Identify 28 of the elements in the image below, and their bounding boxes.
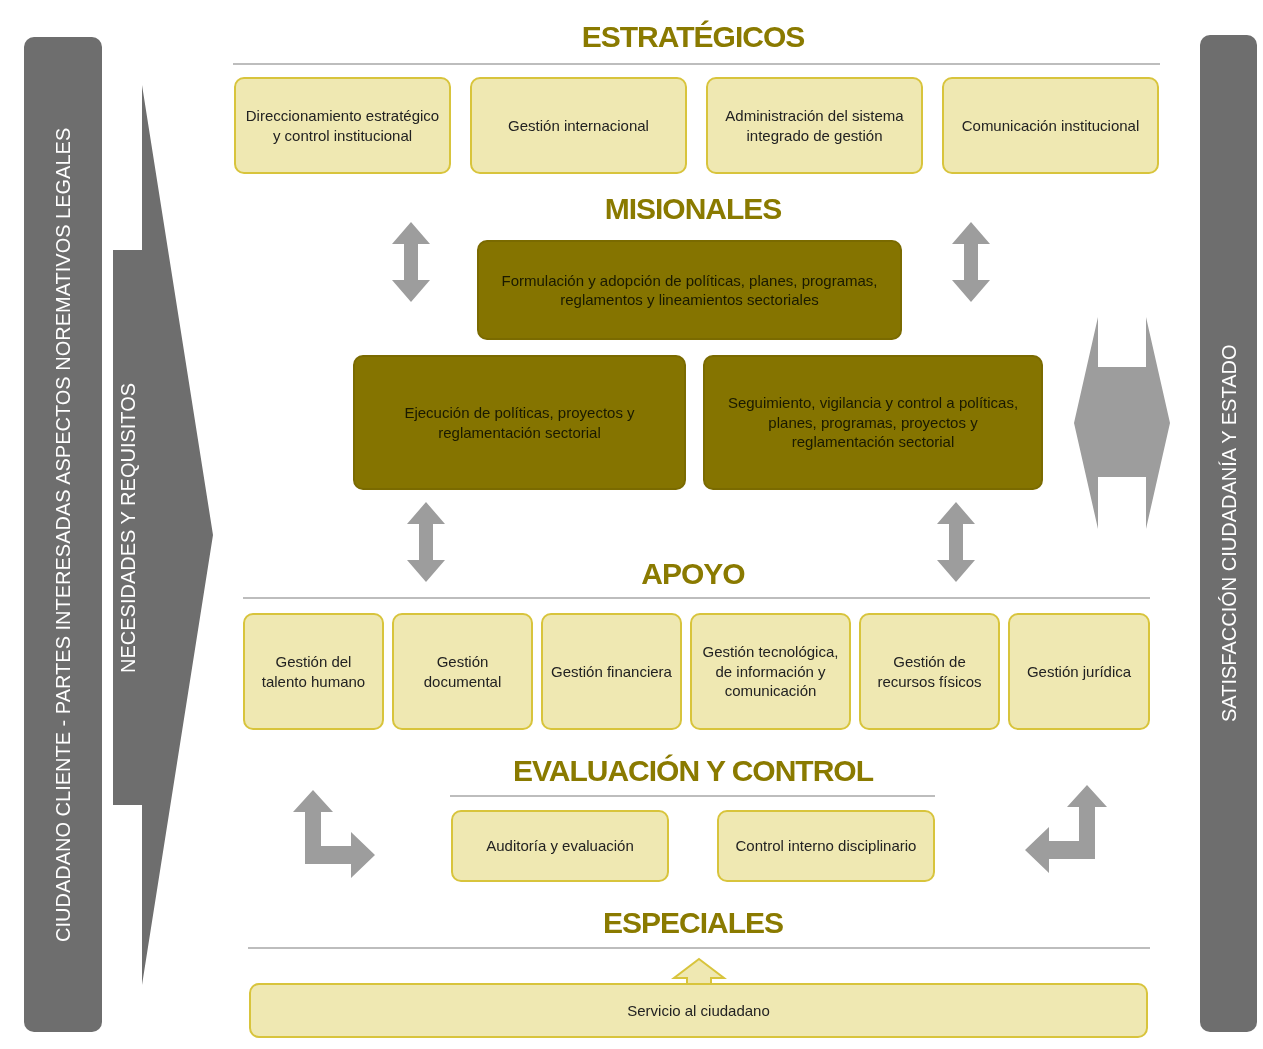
process-box: Seguimiento, vigilancia y control a políticas, planes, programas, proyectos y reglamentación sectorial [703,355,1043,490]
process-box: Control interno disciplinario [717,810,935,882]
process-box: Administración del sistema integrado de gestión [706,77,923,174]
process-box: Gestión internacional [470,77,687,174]
process-box: Gestión jurídica [1008,613,1150,730]
arrow-label: NECESIDADES Y REQUISITOS [115,381,140,675]
process-box: Gestión documental [392,613,533,730]
process-box: Gestión financiera [541,613,682,730]
section-heading: EVALUACIÓN Y CONTROL [513,754,873,788]
section-heading: ESPECIALES [602,906,784,940]
block-arrow [407,502,445,582]
process-box: Gestión del talento humano [243,613,384,730]
arrow-band-shape [110,85,215,985]
side-band: CIUDADANO CLIENTE - PARTES INTERESADAS ASPECTOS NOREMATIVOS LEGALES [24,37,102,1032]
section-heading: APOYO [641,557,745,591]
process-box: Comunicación institucional [942,77,1159,174]
block-arrow [1074,317,1170,529]
process-box: Formulación y adopción de políticas, planes, programas, reglamentos y lineamientos sectoriales [477,240,902,340]
section-heading: ESTRATÉGICOS [581,20,805,54]
side-band: SATISFACCIÓN CIUDADANÍA Y ESTADO [1200,35,1257,1032]
process-box: Gestión de recursos físicos [859,613,1000,730]
process-box: Gestión tecnológica, de información y comunicación [690,613,851,730]
process-box: Ejecución de políticas, proyectos y reglamentación sectorial [353,355,686,490]
process-box: Direccionamiento estratégico y control institucional [234,77,451,174]
process-box: Auditoría y evaluación [451,810,669,882]
block-arrow [937,502,975,582]
section-heading: MISIONALES [604,192,782,226]
process-box: Servicio al ciudadano [249,983,1148,1038]
